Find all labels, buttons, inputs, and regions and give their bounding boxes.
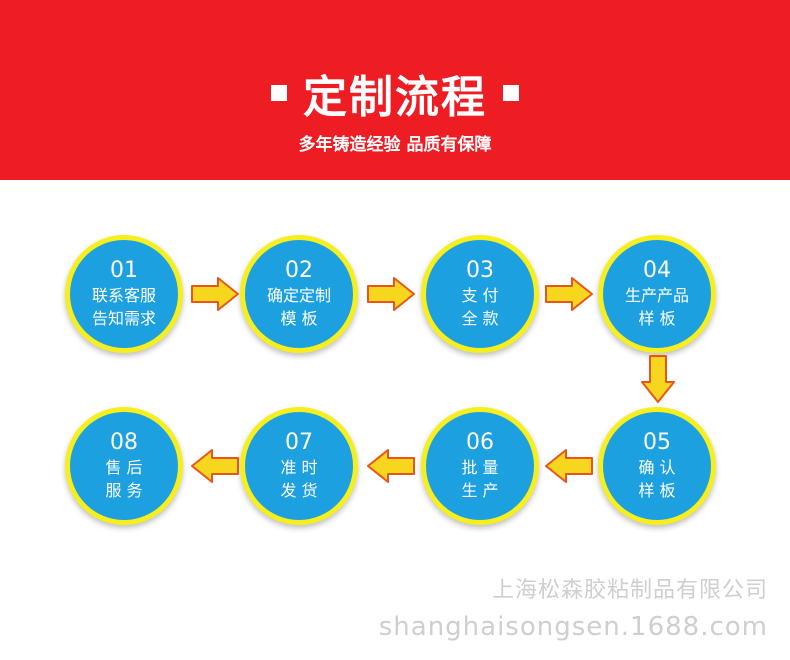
step-07: 07 准 时 发 货 (245, 412, 353, 520)
arrow-right-icon (367, 277, 415, 311)
step-label-line2: 发 货 (280, 481, 318, 500)
step-number: 07 (285, 430, 313, 455)
arrow-right-icon (545, 277, 593, 311)
step-label-line1: 生产产品 (624, 286, 689, 305)
step-label-line1: 确定定制 (266, 286, 331, 305)
watermark-company: 上海松森胶粘制品有限公司 (491, 578, 768, 603)
square-bullet-icon (271, 85, 287, 101)
step-label-line2: 服 务 (105, 481, 143, 500)
step-number: 08 (110, 430, 138, 455)
step-label-line2: 全 款 (461, 309, 499, 328)
step-number: 05 (643, 430, 671, 455)
step-label-line1: 准 时 (280, 458, 318, 477)
step-05: 05 确 认 样 板 (603, 412, 711, 520)
step-03: 03 支 付 全 款 (426, 240, 534, 348)
step-01: 01 联系客服 告知需求 (70, 240, 178, 348)
arrow-left-icon (367, 449, 415, 483)
step-label-line1: 联系客服 (91, 286, 156, 305)
square-bullet-icon (503, 85, 519, 101)
step-number: 02 (285, 258, 313, 283)
step-label-line2: 模 板 (280, 309, 318, 328)
step-number: 03 (466, 258, 494, 283)
step-02: 02 确定定制 模 板 (245, 240, 353, 348)
watermark-url: shanghaisongsen.1688.com (378, 612, 768, 642)
step-label-line2: 样 板 (638, 309, 676, 328)
step-number: 04 (643, 258, 671, 283)
step-label-line2: 生 产 (461, 481, 499, 500)
step-label-line1: 批 量 (461, 458, 499, 477)
arrow-left-icon (191, 449, 239, 483)
step-label-line2: 样 板 (638, 481, 676, 500)
header-banner (0, 0, 790, 180)
arrow-left-icon (545, 449, 593, 483)
arrow-down-icon (641, 355, 675, 403)
arrow-right-icon (191, 277, 239, 311)
step-number: 06 (466, 430, 494, 455)
step-label-line2: 告知需求 (91, 309, 156, 328)
step-06: 06 批 量 生 产 (426, 412, 534, 520)
title-row: 定制流程 (0, 58, 790, 128)
step-label-line1: 支 付 (461, 286, 499, 305)
page-subtitle: 多年铸造经验 品质有保障 (298, 135, 492, 155)
step-number: 01 (110, 258, 138, 283)
step-04: 04 生产产品 样 板 (603, 240, 711, 348)
step-label-line1: 确 认 (638, 458, 676, 477)
step-label-line1: 售 后 (105, 458, 143, 477)
page-title: 定制流程 (303, 72, 487, 123)
step-08: 08 售 后 服 务 (70, 412, 178, 520)
